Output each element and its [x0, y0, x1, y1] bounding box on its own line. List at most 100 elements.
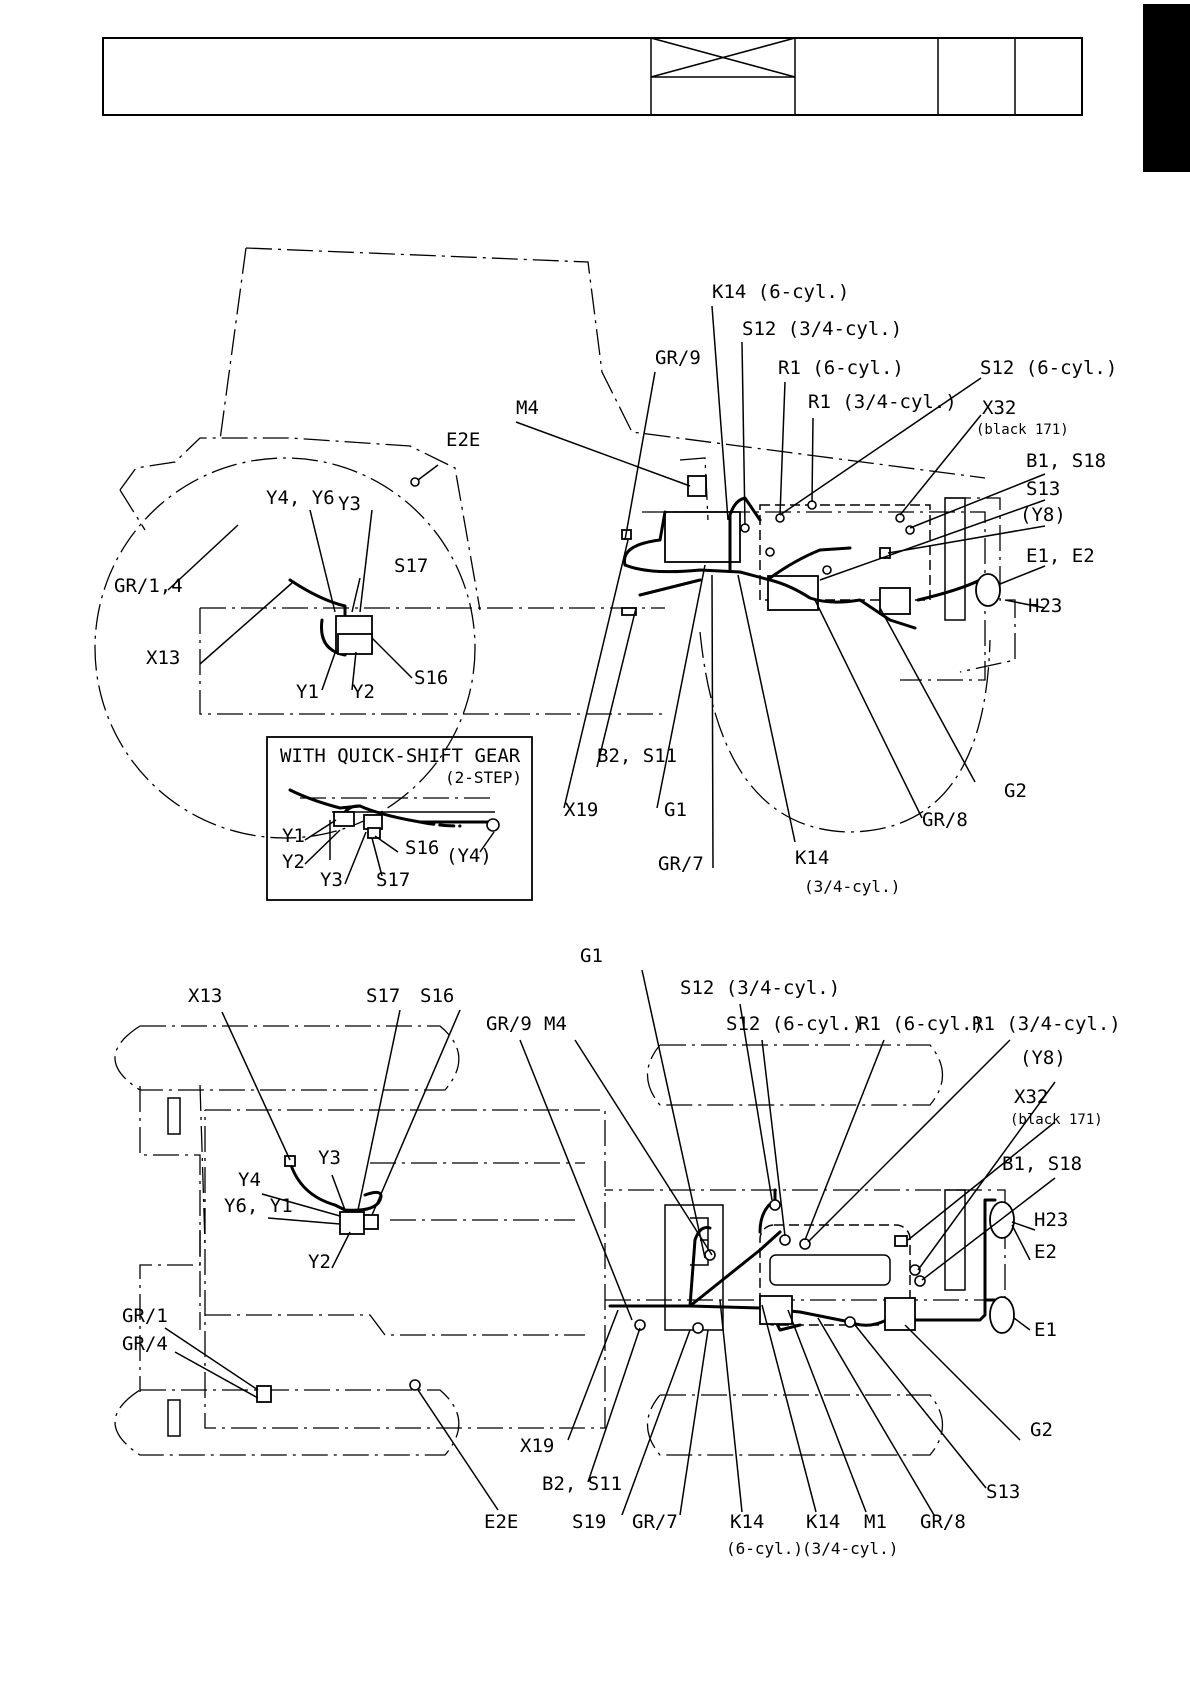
quick-shift-inset: WITH QUICK-SHIFT GEAR (2-STEP) Y1 Y2 Y3 …: [266, 736, 533, 901]
label-s12-34cyl: S12 (3/4-cyl.): [742, 318, 902, 340]
label-y8: (Y8): [1020, 504, 1066, 526]
top-label-s19: S19: [572, 1511, 606, 1533]
cab-outline: [245, 247, 986, 479]
inset-label-y2: Y2: [282, 851, 305, 873]
headlamp-side: [975, 573, 1001, 607]
engine-top: [759, 1224, 911, 1326]
top-label-y8: (Y8): [1020, 1047, 1066, 1069]
label-g2: G2: [1004, 780, 1027, 802]
label-b2-s11: B2, S11: [597, 745, 677, 767]
label-y2: Y2: [352, 681, 375, 703]
top-label-x32-note: (black 171): [1010, 1112, 1103, 1128]
top-label-h23: H23: [1034, 1209, 1068, 1231]
top-label-r1-34cyl: R1 (3/4-cyl.): [972, 1013, 1121, 1035]
top-label-e2: E2: [1034, 1241, 1057, 1263]
inset-label-y4: (Y4): [446, 845, 492, 867]
front-wheel-left-outline: [647, 1044, 943, 1106]
top-label-g1: G1: [580, 945, 603, 967]
label-e2e: E2E: [446, 429, 480, 451]
label-g1: G1: [664, 799, 687, 821]
top-label-s13: S13: [986, 1481, 1020, 1503]
top-label-y6-y1: Y6, Y1: [224, 1195, 293, 1217]
top-label-s17: S17: [366, 985, 400, 1007]
label-y3: Y3: [338, 493, 361, 515]
top-leader-lines: [164, 969, 1056, 1516]
label-gr9: GR/9: [655, 347, 701, 369]
front-wheel-right-outline: [647, 1394, 943, 1456]
top-label-b1-s18: B1, S18: [1002, 1153, 1082, 1175]
label-s13: S13: [1026, 478, 1060, 500]
top-label-gr8: GR/8: [920, 1511, 966, 1533]
top-label-m4: M4: [544, 1013, 567, 1035]
headlamp-top-left: [989, 1201, 1015, 1239]
label-e1-e2: E1, E2: [1026, 545, 1095, 567]
top-label-r1-6cyl: R1 (6-cyl.): [858, 1013, 984, 1035]
label-x32: X32: [982, 397, 1016, 419]
battery-box: [664, 511, 741, 563]
label-k14-34cyl-note: (3/4-cyl.): [804, 877, 900, 896]
main-harness-side: [623, 563, 917, 630]
top-label-b2-s11: B2, S11: [542, 1473, 622, 1495]
top-label-x19: X19: [520, 1435, 554, 1457]
chassis-top-outline: [204, 1109, 606, 1429]
label-y4-y6: Y4, Y6: [266, 487, 335, 509]
top-view-diagram: G1 S12 (3/4-cyl.) X13 S17 S16 GR/9 M4 S1…: [114, 945, 1121, 1558]
label-s17: S17: [394, 555, 428, 577]
label-m4: M4: [516, 397, 539, 419]
inset-label-s17: S17: [376, 869, 410, 891]
label-r1-6cyl: R1 (6-cyl.): [778, 357, 904, 379]
rear-wheel-left-outline: [114, 1025, 460, 1091]
label-h23: H23: [1028, 595, 1062, 617]
label-s12-6cyl: S12 (6-cyl.): [980, 357, 1117, 379]
top-label-s12-6cyl: S12 (6-cyl.): [726, 1013, 863, 1035]
top-label-k14-6cyl-note: (6-cyl.): [726, 1539, 803, 1558]
engine-block: [759, 504, 931, 601]
fender-outline: [119, 437, 481, 611]
label-b1-s18: B1, S18: [1026, 450, 1106, 472]
top-label-k14-6cyl: K14: [730, 1511, 764, 1533]
top-label-s12-34cyl: S12 (3/4-cyl.): [680, 977, 840, 999]
side-tab-marker: [1143, 4, 1190, 172]
title-block: [102, 37, 1083, 116]
front-wheel-outline: [699, 631, 991, 833]
inset-label-y3: Y3: [320, 869, 343, 891]
rear-wheel-right-outline: [114, 1389, 460, 1456]
label-s16: S16: [414, 667, 448, 689]
transmission-harness-top: [288, 1160, 383, 1212]
top-label-e1: E1: [1034, 1319, 1057, 1341]
side-view-diagram: K14 (6-cyl.) S12 (3/4-cyl.) GR/9 R1 (6-c…: [94, 247, 1117, 896]
top-label-gr4: GR/4: [122, 1333, 168, 1355]
inset-title: WITH QUICK-SHIFT GEAR: [280, 745, 521, 767]
main-harness-top: [608, 1304, 907, 1327]
inset-subtitle: (2-STEP): [445, 768, 522, 787]
headlamp-top-right: [989, 1296, 1015, 1334]
label-gr14: GR/1,4: [114, 575, 183, 597]
label-k14-34cyl: K14: [795, 847, 829, 869]
top-label-k14-34cyl-note: (3/4-cyl.): [802, 1539, 898, 1558]
label-gr8: GR/8: [922, 809, 968, 831]
label-x32-note: (black 171): [976, 422, 1069, 438]
label-y1: Y1: [296, 681, 319, 703]
label-gr7: GR/7: [658, 853, 704, 875]
top-label-y2: Y2: [308, 1251, 331, 1273]
label-x13: X13: [146, 647, 180, 669]
label-x19: X19: [564, 799, 598, 821]
top-label-g2: G2: [1030, 1419, 1053, 1441]
top-label-gr7: GR/7: [632, 1511, 678, 1533]
top-label-e2e: E2E: [484, 1511, 518, 1533]
inset-label-s16: S16: [405, 837, 439, 859]
inset-label-y1: Y1: [282, 825, 305, 847]
top-label-y3: Y3: [318, 1147, 341, 1169]
top-label-y4: Y4: [238, 1169, 261, 1191]
label-k14-6cyl: K14 (6-cyl.): [712, 281, 849, 303]
top-label-m1: M1: [864, 1511, 887, 1533]
label-r1-34cyl: R1 (3/4-cyl.): [808, 391, 957, 413]
rear-wheel-outline: [94, 457, 476, 839]
top-label-gr9: GR/9: [486, 1013, 532, 1035]
top-label-gr1: GR/1: [122, 1305, 168, 1327]
top-label-s16: S16: [420, 985, 454, 1007]
top-label-k14-34cyl: K14: [806, 1511, 840, 1533]
side-leader-lines: [167, 305, 1046, 869]
top-label-x32: X32: [1014, 1086, 1048, 1108]
